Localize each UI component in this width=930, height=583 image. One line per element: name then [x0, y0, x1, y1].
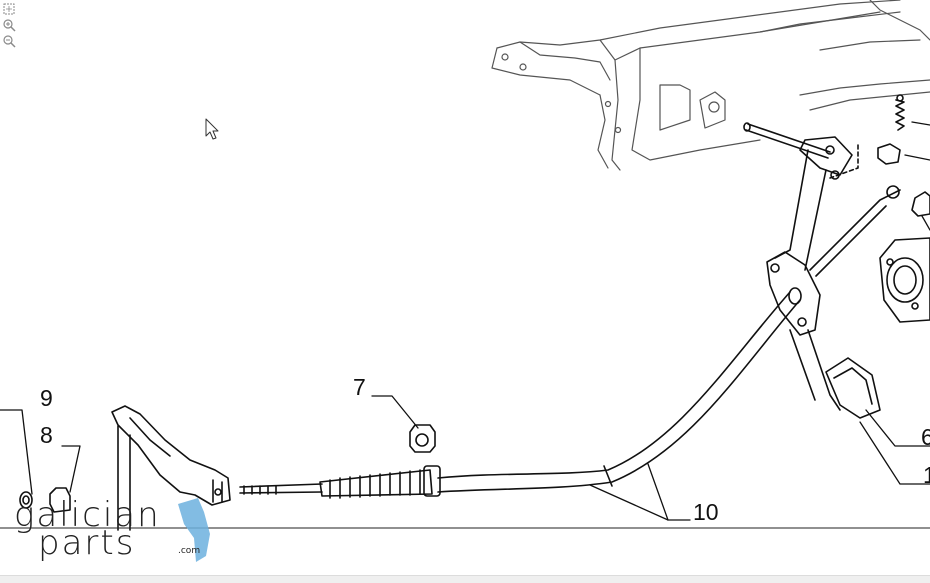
callout-10: 10: [693, 499, 719, 525]
callout-1: 1: [923, 462, 930, 488]
zoom-in-icon[interactable]: [2, 18, 16, 32]
callout-7: 7: [353, 374, 366, 400]
callout-8: 8: [40, 422, 53, 448]
part-9-nut: [19, 491, 33, 509]
clutch-cable: [239, 287, 802, 499]
watermark-accent-shape: [178, 498, 210, 562]
part-8-bushing: [49, 487, 71, 513]
leader-lines: [0, 121, 930, 521]
viewer-bottom-bar: [0, 575, 930, 583]
zoom-toolbar: [2, 2, 18, 50]
mouse-cursor-icon: [205, 118, 219, 140]
release-lever: [111, 405, 231, 531]
watermark-suffix: .com: [178, 546, 201, 556]
watermark-word-parts: parts: [38, 523, 136, 563]
pedal-assembly: [743, 94, 930, 419]
watermark-word-galician: galician: [14, 495, 161, 535]
vehicle-body-outline: [491, 0, 930, 171]
part-7-grommet: [409, 424, 436, 453]
callout-9: 9: [40, 385, 53, 411]
fit-to-page-icon[interactable]: [2, 2, 16, 16]
callout-6: 6: [921, 424, 930, 450]
zoom-out-icon[interactable]: [2, 34, 16, 48]
